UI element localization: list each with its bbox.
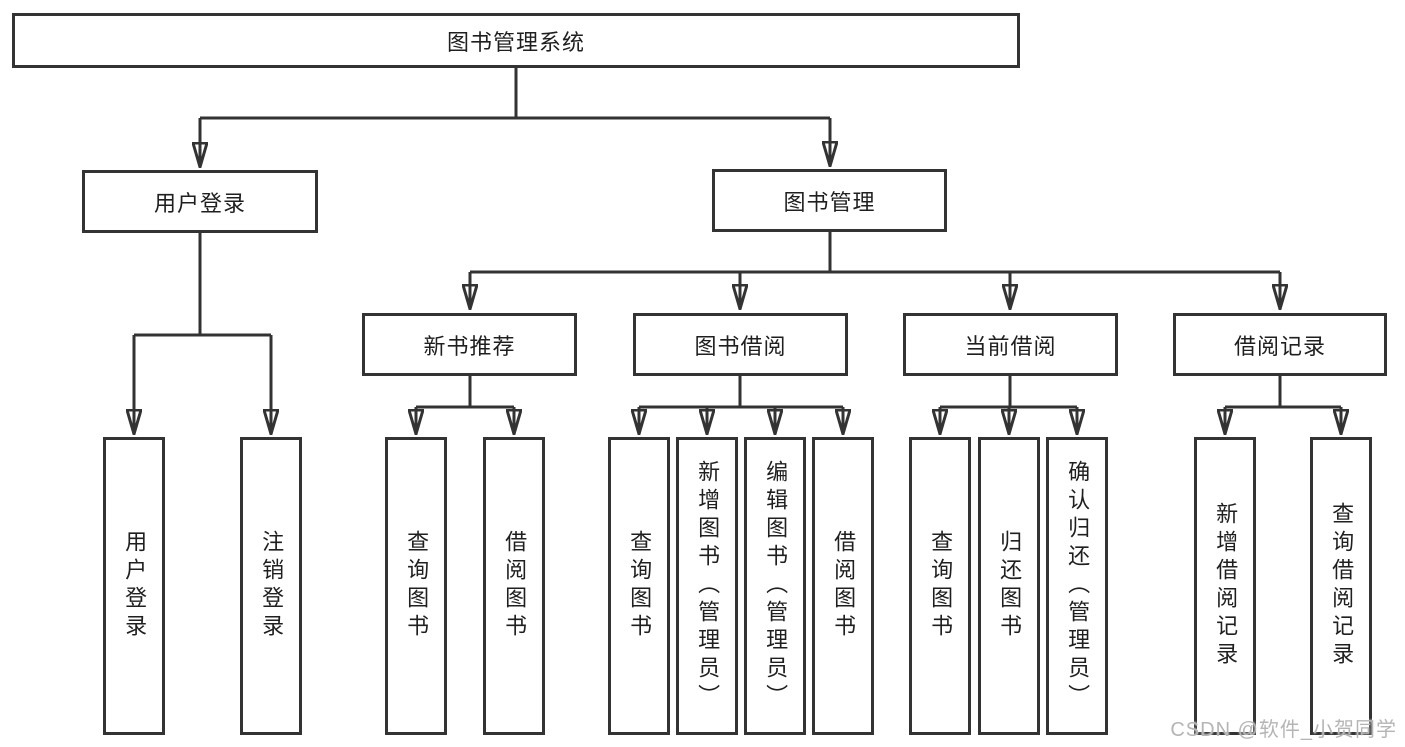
watermark-text: CSDN @软件_小贺同学 [1170,719,1397,741]
node-new-book-recommend: 新书推荐 [362,313,577,376]
node-root-library-system: 图书管理系统 [12,13,1020,68]
node-current-borrow: 当前借阅 [903,313,1118,376]
node-bb-borrow-books: 借阅图书 [812,437,874,735]
node-bb-query-books: 查询图书 [608,437,670,735]
node-user-login: 用户登录 [82,170,318,233]
connector-cb-bus [940,376,1077,409]
connector-bb-bus [639,376,843,409]
node-cb-query-books: 查询图书 [909,437,971,735]
node-bb-edit-books-admin: 编辑图书（管理员） [744,437,806,735]
node-borrow-records: 借阅记录 [1173,313,1387,376]
node-bb-add-books-admin: 新增图书（管理员） [676,437,738,735]
node-nbr-borrow-books: 借阅图书 [483,437,545,735]
connector-bookmgmt-bus [470,232,1280,274]
connector-userlogin-bus [134,233,271,337]
node-cb-confirm-return-admin: 确认归还（管理员） [1046,437,1108,735]
connector-br-bus [1225,376,1341,409]
connector-nbr-bus [416,376,514,409]
node-br-query-record: 查询借阅记录 [1310,437,1372,735]
node-br-add-record: 新增借阅记录 [1194,437,1256,735]
node-logout: 注销登录 [240,437,302,735]
node-book-management: 图书管理 [712,169,947,232]
node-login: 用户登录 [103,437,165,735]
node-book-borrow: 图书借阅 [633,313,848,376]
connector-root-bus [200,68,830,120]
node-nbr-query-books: 查询图书 [385,437,447,735]
node-cb-return-books: 归还图书 [978,437,1040,735]
